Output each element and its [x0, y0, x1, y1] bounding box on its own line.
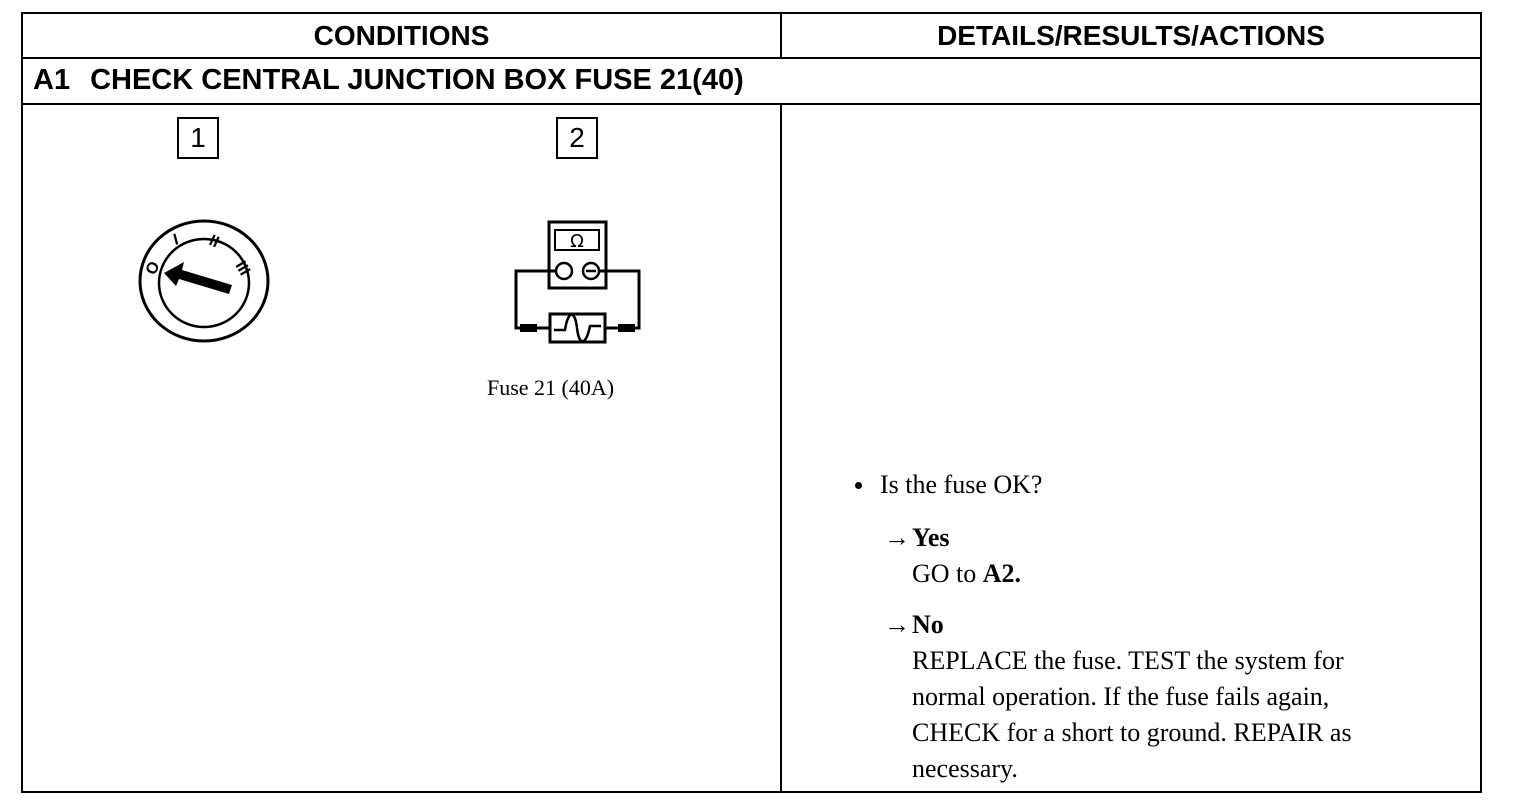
conditions-header: CONDITIONS — [313, 19, 490, 51]
step-code: A1 — [33, 63, 71, 96]
bullet-icon — [855, 481, 862, 489]
no-action-line-2: normal operation. If the fuse fails agai… — [912, 682, 1330, 711]
diagnostic-table: CONDITIONS DETAILS/RESULTS/ACTIONS A1 CH… — [21, 12, 1482, 793]
no-action-line-1: REPLACE the fuse. TEST the system for — [912, 646, 1344, 675]
body-column-divider — [780, 103, 782, 791]
step-number-2: 2 — [556, 117, 598, 159]
no-label: No — [912, 610, 944, 639]
step-number-1: 1 — [177, 117, 219, 159]
ohmmeter-fuse-icon: Ω — [514, 220, 641, 344]
header-divider — [23, 57, 1480, 59]
ignition-position-1: I — [172, 231, 181, 249]
no-action-line-4: necessary. — [912, 754, 1018, 783]
question: Is the fuse OK? — [855, 470, 1042, 500]
no-action-line-3: CHECK for a short to ground. REPAIR as — [912, 718, 1352, 747]
ignition-switch-off-icon: O I II III — [138, 219, 270, 343]
yes-action: GO to A2. — [912, 559, 1022, 588]
step-title: A1 CHECK CENTRAL JUNCTION BOX FUSE 21(40… — [33, 60, 744, 100]
ignition-position-3: III — [232, 259, 253, 279]
header-column-divider — [780, 14, 782, 59]
ohm-symbol: Ω — [570, 231, 584, 252]
fuse-label: Fuse 21 (40A) — [487, 375, 615, 400]
question-text: Is the fuse OK? — [880, 470, 1043, 499]
step-title-text: CHECK CENTRAL JUNCTION BOX FUSE 21(40) — [90, 63, 744, 96]
no-answer: No REPLACE the fuse. TEST the system for… — [912, 607, 1352, 787]
step-divider — [23, 103, 1480, 105]
details-header: DETAILS/RESULTS/ACTIONS — [937, 19, 1325, 51]
yes-arrow-icon: → — [884, 523, 910, 552]
yes-label: Yes — [912, 523, 950, 552]
yes-target: A2. — [982, 559, 1022, 588]
yes-answer: Yes GO to A2. — [912, 520, 1021, 592]
no-arrow-icon: → — [884, 610, 910, 639]
